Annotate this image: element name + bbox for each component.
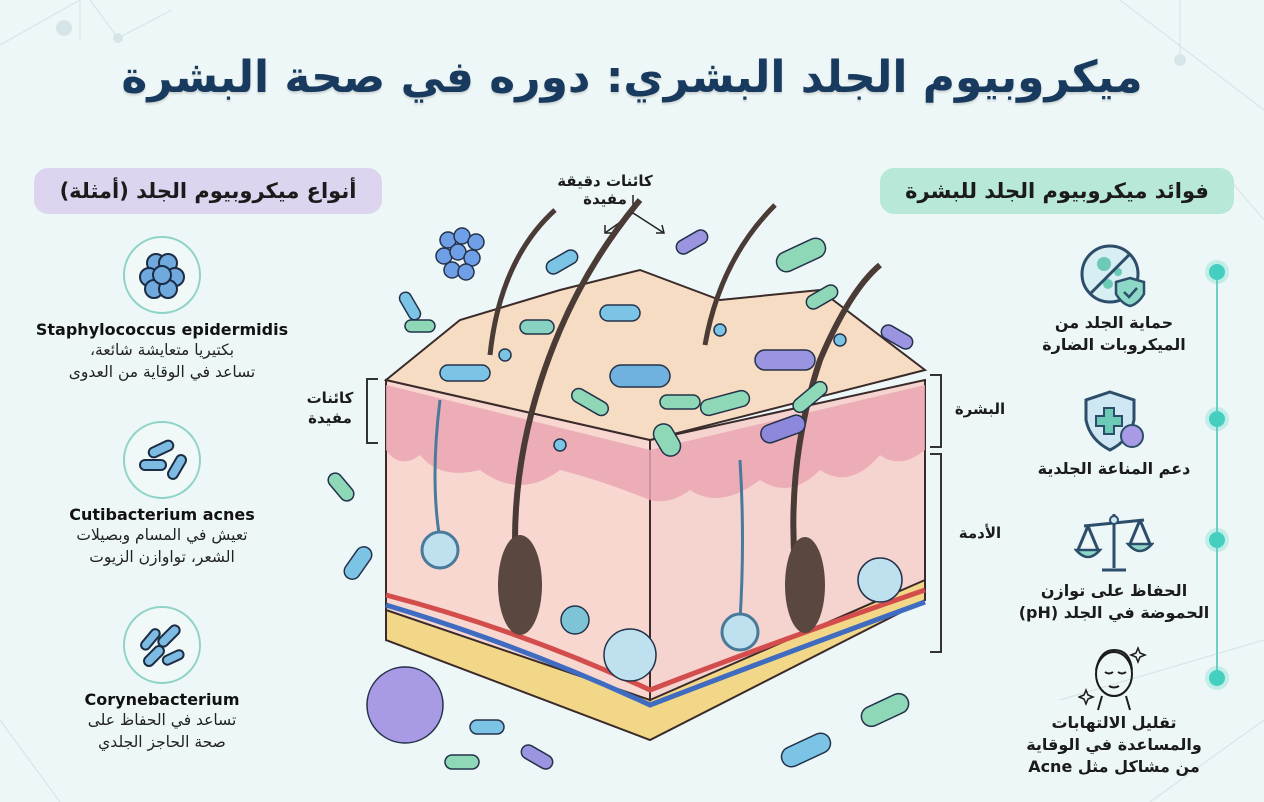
chained-rods-icon xyxy=(123,606,201,684)
timeline-dot-4 xyxy=(1209,670,1225,686)
species-name: Cutibacterium acnes xyxy=(69,505,255,524)
species-section-header: أنواع ميكروبيوم الجلد (أمثلة) xyxy=(34,168,382,214)
species-desc-line2: الشعر، تواوازن الزيوت xyxy=(89,548,235,566)
species-desc-line1: تساعد في الحفاظ على xyxy=(87,711,237,729)
dermis-label: الأدمة xyxy=(958,524,1002,542)
species-desc-line2: صحة الحاجز الجلدي xyxy=(98,733,226,751)
skin-cross-section-illustration xyxy=(327,198,928,770)
ph-balance-scale-icon xyxy=(1014,508,1214,580)
timeline-dot-3 xyxy=(1209,532,1225,548)
epidermis-bracket xyxy=(930,374,942,448)
benefit-ph-balance: الحفاظ على توازن الحموضة في الجلد (pH) xyxy=(1014,508,1214,624)
species-card-cutibacterium: Cutibacterium acnes تعيش في المسام وبصيل… xyxy=(12,421,312,568)
timeline-dot-2 xyxy=(1209,411,1225,427)
epidermis-label: البشرة xyxy=(954,400,1006,418)
species-card-corynebacterium: Corynebacterium تساعد في الحفاظ على صحة … xyxy=(12,606,312,753)
side-label-line1: كائنات xyxy=(306,389,354,407)
benefit-line2: الميكروبات الضارة xyxy=(1042,335,1186,354)
benefit-protection: حماية الجلد من الميكروبات الضارة xyxy=(1014,240,1214,356)
immune-shield-icon xyxy=(1014,386,1214,458)
species-desc-line2: تساعد في الوقاية من العدوى xyxy=(68,363,256,381)
side-label-line2: مفيدة xyxy=(308,409,352,427)
benefit-immunity: دعم المناعة الجلدية xyxy=(1014,386,1214,480)
species-name: Corynebacterium xyxy=(84,690,240,709)
cocci-cluster-icon xyxy=(123,236,201,314)
benefit-line2: والمساعدة في الوقاية xyxy=(1026,735,1202,754)
clear-face-icon xyxy=(1014,640,1214,712)
timeline-dot-1 xyxy=(1209,264,1225,280)
benefit-line1: دعم المناعة الجلدية xyxy=(1037,459,1191,478)
dermis-bracket xyxy=(930,453,942,653)
page-title: ميكروبيوم الجلد البشري: دوره في صحة البش… xyxy=(121,52,1143,103)
no-germs-shield-icon xyxy=(1014,240,1214,312)
rod-bacteria-icon xyxy=(123,421,201,499)
benefits-timeline xyxy=(1216,272,1218,678)
benefit-line1: حماية الجلد من xyxy=(1054,313,1174,332)
benefit-line1: تقليل الالتهابات xyxy=(1051,713,1177,732)
species-desc-line1: بكتيريا متعايشة شائعة، xyxy=(89,341,235,359)
side-bracket xyxy=(366,378,378,444)
benefits-section-header: فوائد ميكروبيوم الجلد للبشرة xyxy=(880,168,1234,214)
species-name: Staphylococcus epidermidis xyxy=(35,320,289,339)
benefit-reduce-inflammation: تقليل الالتهابات والمساعدة في الوقاية من… xyxy=(1014,640,1214,778)
beneficial-microbes-top-label: كائنات دقيقة مفيدة xyxy=(557,172,653,208)
beneficial-microbes-side-label: كائنات مفيدة xyxy=(300,388,360,428)
species-desc-line1: تعيش في المسام وبصيلات xyxy=(76,526,248,544)
species-card-staphylococcus: Staphylococcus epidermidis بكتيريا متعاي… xyxy=(12,236,312,383)
benefit-line1: الحفاظ على توازن xyxy=(1040,581,1188,600)
benefit-line2: الحموضة في الجلد (pH) xyxy=(1018,603,1210,622)
benefit-line3: من مشاكل مثل Acne xyxy=(1028,757,1200,776)
